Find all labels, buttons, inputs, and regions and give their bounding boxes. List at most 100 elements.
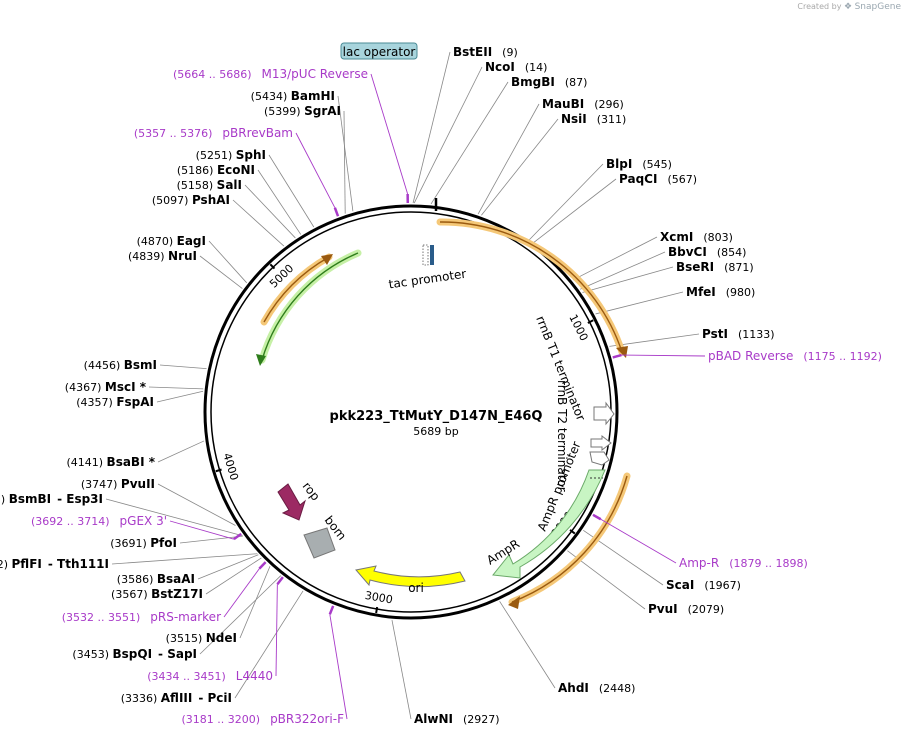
primer-label-amp-r[interactable]: Amp-R(1879 .. 1898) [679, 556, 808, 570]
enzyme-label-ndei[interactable]: (3515) NdeI [166, 631, 237, 645]
enzyme-name-extra: - Esp3I [57, 492, 103, 506]
enzyme-position: (4357) [76, 396, 116, 409]
primer-site-mark [612, 353, 622, 359]
enzyme-label-bsmbi[interactable]: (3693) BsmBI- Esp3I [0, 492, 103, 506]
leader-lines [105, 51, 700, 720]
leader-paqci [533, 178, 617, 243]
enzyme-position: (14) [525, 61, 548, 74]
lac-operator-box[interactable]: lac operator [340, 42, 418, 60]
enzyme-label-bbvci[interactable]: BbvCI(854) [668, 245, 746, 259]
enzyme-position: (9) [502, 46, 518, 59]
leader-mfei [595, 291, 684, 315]
leader-blpi [529, 163, 604, 241]
enzyme-label-sphi[interactable]: (5251) SphI [196, 148, 266, 162]
enzyme-label-pvui[interactable]: PvuI(2079) [648, 602, 724, 616]
primer-label-l4440[interactable]: (3434 .. 3451)L4440 [147, 669, 273, 683]
enzyme-label-ahdi[interactable]: AhdI(2448) [558, 681, 635, 695]
enzyme-position: (4141) [66, 456, 106, 469]
orf-arrowhead-left-green [256, 354, 266, 366]
enzyme-label-pshai[interactable]: (5097) PshAI [152, 193, 230, 207]
rrnb-t1-terminator-arrow[interactable] [593, 401, 615, 426]
enzyme-label-scai[interactable]: ScaI(1967) [666, 578, 741, 592]
tac-promoter-label: tac promoter [388, 267, 467, 292]
primer-site-mark [258, 561, 267, 570]
primer-name: pBR322ori-F [270, 712, 344, 726]
enzyme-name: NsiI [561, 112, 587, 126]
primer-label-m13-puc-reverse[interactable]: (5664 .. 5686)M13/pUC Reverse [173, 67, 368, 81]
enzyme-label-xcmi[interactable]: XcmI(803) [660, 230, 733, 244]
enzyme-name: AhdI [558, 681, 589, 695]
primer-label-pbad-reverse[interactable]: pBAD Reverse(1175 .. 1192) [708, 349, 882, 363]
primer-name: L4440 [236, 669, 273, 683]
enzyme-label-afliii[interactable]: (3336) AflIII- PciI [121, 691, 232, 705]
rrnb-t2-terminator-arrow[interactable] [590, 434, 612, 452]
credit-brand: SnapGene [854, 2, 901, 12]
enzyme-label-blpi[interactable]: BlpI(545) [606, 157, 672, 171]
primer-label-prs-marker[interactable]: (3532 .. 3551) pRS-marker [62, 610, 221, 624]
leader-bspqi [199, 575, 282, 655]
ampr-feature[interactable] [492, 469, 606, 579]
enzyme-name: NdeI [206, 631, 237, 645]
enzyme-label-pvuii[interactable]: (3747) PvuII [81, 477, 155, 491]
enzyme-label-bamhi[interactable]: (5434) BamHI [251, 89, 335, 103]
enzyme-label-pflfi[interactable]: (3592) PflFI- Tth111I [0, 557, 109, 571]
enzyme-label-mfei[interactable]: MfeI(980) [686, 285, 755, 299]
enzyme-label-msci[interactable]: (4367) MscI * [65, 380, 147, 394]
enzyme-label-bmgbi[interactable]: BmgBI(87) [511, 75, 587, 89]
primer-range: (5664 .. 5686) [173, 68, 252, 81]
ampr-promoter-arrow[interactable] [589, 451, 610, 466]
enzyme-name: PaqCI [619, 172, 657, 186]
ori-feature[interactable] [355, 565, 466, 588]
leader-bsmbi [105, 498, 243, 537]
primer-leader [621, 354, 706, 357]
primer-range: (3532 .. 3551) [62, 611, 141, 624]
snapgene-credit: Created by ❖ SnapGene [797, 2, 901, 12]
orf-arc-left-green-core [261, 252, 359, 361]
enzyme-label-bseri[interactable]: BseRI(871) [676, 260, 754, 274]
primer-leader [370, 73, 409, 195]
leader-maubi [477, 103, 540, 215]
primer-label-pbrrevbam[interactable]: (5357 .. 5376) pBRrevBam [134, 126, 293, 140]
enzyme-label-nsii[interactable]: NsiI(311) [561, 112, 626, 126]
enzyme-label-bsaai[interactable]: (3586) BsaAI [117, 572, 195, 586]
bom-feature[interactable] [303, 527, 336, 559]
enzyme-label-bsmi[interactable]: (4456) BsmI [84, 358, 157, 372]
rop-feature[interactable] [277, 483, 306, 521]
tac-promoter-bar[interactable] [430, 245, 434, 265]
enzyme-label-psti[interactable]: PstI(1133) [702, 327, 775, 341]
enzyme-name: EagI [177, 234, 206, 248]
primer-leader [169, 520, 235, 540]
primer-name: pBRrevBam [222, 126, 293, 140]
enzyme-position: (296) [594, 98, 624, 111]
enzyme-name: BamHI [291, 89, 335, 103]
enzyme-label-sgrai[interactable]: (5399) SgrAI [264, 104, 341, 118]
enzyme-label-bsteii[interactable]: BstEII(9) [453, 45, 518, 59]
enzyme-label-paqci[interactable]: PaqCI(567) [619, 172, 697, 186]
primer-label-pbr322ori-f[interactable]: (3181 .. 3200)pBR322ori-F [182, 712, 345, 726]
enzyme-label-econi[interactable]: (5186) EcoNI [177, 163, 255, 177]
enzyme-label-bspqi[interactable]: (3453) BspQI- SapI [72, 647, 197, 661]
tick-mark-1000 [587, 319, 594, 324]
primer-labels: (5664 .. 5686)M13/pUC Reverse (5357 .. 53… [31, 67, 882, 726]
enzyme-name-extra: - SapI [158, 647, 197, 661]
enzyme-label-sali[interactable]: (5158) SalI [177, 178, 242, 192]
leader-pvuii [157, 483, 236, 526]
enzyme-label-fspai[interactable]: (4357) FspAI [76, 395, 154, 409]
leader-psti [609, 333, 700, 347]
primer-range: (5357 .. 5376) [134, 127, 213, 140]
enzyme-name: BmgBI [511, 75, 555, 89]
enzyme-label-bsabi[interactable]: (4141) BsaBI * [66, 455, 155, 469]
enzyme-label-bstz17i[interactable]: (3567) BstZ17I [111, 587, 203, 601]
orf-arc-right[interactable] [508, 472, 631, 606]
enzyme-label-pfoi[interactable]: (3691) PfoI [110, 536, 177, 550]
primer-name: pRS-marker [150, 610, 221, 624]
enzyme-position: (2927) [463, 713, 500, 726]
enzyme-label-nrui[interactable]: (4839) NruI [128, 249, 197, 263]
tac-promoter-glyph [422, 244, 429, 266]
enzyme-name: BsaBI * [107, 455, 156, 469]
enzyme-label-maubi[interactable]: MauBI(296) [542, 97, 624, 111]
enzyme-label-ncoi[interactable]: NcoI(14) [485, 60, 547, 74]
primer-label-pgex-3[interactable]: (3692 .. 3714)pGEX 3' [31, 514, 167, 528]
enzyme-label-eagi[interactable]: (4870) EagI [137, 234, 206, 248]
enzyme-label-alwni[interactable]: AlwNI(2927) [414, 712, 500, 726]
